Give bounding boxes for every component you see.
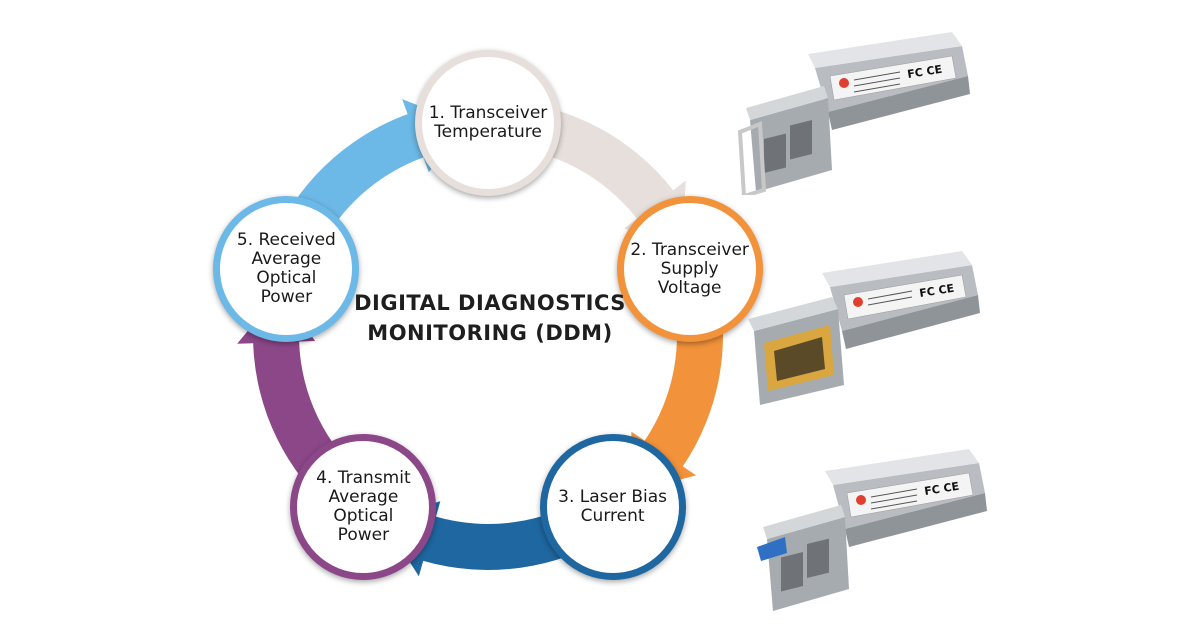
diagram-title: DIGITAL DIAGNOSTICS MONITORING (DDM)	[330, 288, 650, 348]
node-1-label: 1. Transceiver Temperature	[428, 103, 548, 142]
module-2-cert-marks: FC CE	[918, 282, 955, 300]
node-3: 3. Laser Bias Current	[539, 433, 686, 580]
node-2-label: 2. Transceiver Supply Voltage	[630, 239, 749, 298]
node-1: 1. Transceiver Temperature	[415, 50, 561, 196]
node-5: 5. Received Average Optical Power	[213, 196, 360, 343]
red-brand-logo-icon	[856, 495, 866, 505]
module-1-cert-marks: FC CE	[906, 63, 943, 81]
sfp-module-copper-middle: FC CE	[748, 251, 980, 405]
node-3-label: 3. Laser Bias Current	[558, 486, 668, 526]
red-brand-logo-icon	[853, 297, 863, 307]
sfp-module-optical-top: FC CE	[737, 32, 970, 195]
node-4-label: 4. Transmit Average Optical Power	[316, 467, 411, 545]
sfp-module-optical-bottom: FC CE	[757, 449, 987, 611]
module-1-latch	[737, 121, 767, 195]
node-2: 2. Transceiver Supply Voltage	[616, 196, 763, 343]
diagram-title-line-2: MONITORING (DDM)	[367, 321, 613, 345]
module-3-latch	[757, 537, 787, 561]
node-4: 4. Transmit Average Optical Power	[290, 433, 437, 580]
module-3-cert-marks: FC CE	[923, 480, 960, 498]
diagram-title-line-1: DIGITAL DIAGNOSTICS	[354, 291, 626, 315]
red-brand-logo-icon	[839, 78, 849, 88]
node-5-label: 5. Received Average Optical Power	[236, 230, 336, 308]
